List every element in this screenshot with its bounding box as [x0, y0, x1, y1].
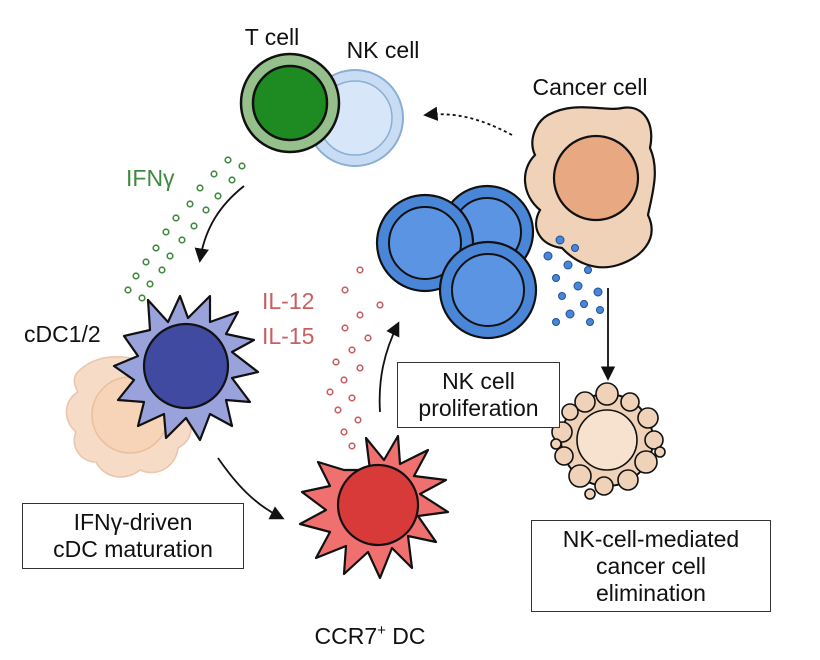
- il-dots: [326, 266, 384, 450]
- arrow-ccr7-to-nk: [378, 321, 400, 413]
- elimination-box: NK-cell-mediated cancer cell elimination: [531, 520, 771, 612]
- ifng-dots: [124, 156, 246, 302]
- proliferation-box: NK cell proliferation: [397, 362, 560, 428]
- maturation-box: IFNγ-driven cDC maturation: [22, 503, 244, 569]
- cdc-label: cDC1/2: [24, 321, 101, 347]
- proliferation-line2: proliferation: [418, 395, 539, 421]
- ccr7-dc-label: CCR7+ DC: [314, 622, 425, 649]
- il12-label: IL-12: [262, 288, 314, 314]
- dying-cancer-cell-shape: [550, 382, 666, 500]
- release-dots: [543, 235, 604, 326]
- t-cell-shape: [239, 52, 341, 154]
- proliferating-nk-cells: [375, 184, 538, 340]
- nk-cluster-cell-front: [438, 240, 538, 340]
- t-cell-label: T cell: [245, 24, 300, 50]
- ifng-label: IFNγ: [126, 165, 175, 191]
- maturation-line1: IFNγ-driven: [73, 509, 193, 535]
- arrow-cdc-to-ccr7: [217, 457, 285, 520]
- elimination-line3: elimination: [596, 579, 706, 606]
- cancer-cell-label: Cancer cell: [532, 74, 647, 100]
- cdc-shape: [112, 294, 260, 442]
- elimination-line1: NK-cell-mediated: [562, 525, 740, 552]
- maturation-line2: cDC maturation: [53, 536, 213, 562]
- arrow-cancer-to-nk: [423, 106, 513, 136]
- arrow-tcell-to-cdc: [194, 185, 245, 263]
- nk-cell-label: NK cell: [347, 37, 420, 63]
- il15-label: IL-15: [262, 323, 314, 349]
- cancer-cell-shape: [523, 106, 656, 269]
- proliferation-line1: NK cell: [442, 368, 515, 394]
- elimination-line2: cancer cell: [596, 552, 706, 579]
- ccr7-dc-shape: [298, 434, 450, 580]
